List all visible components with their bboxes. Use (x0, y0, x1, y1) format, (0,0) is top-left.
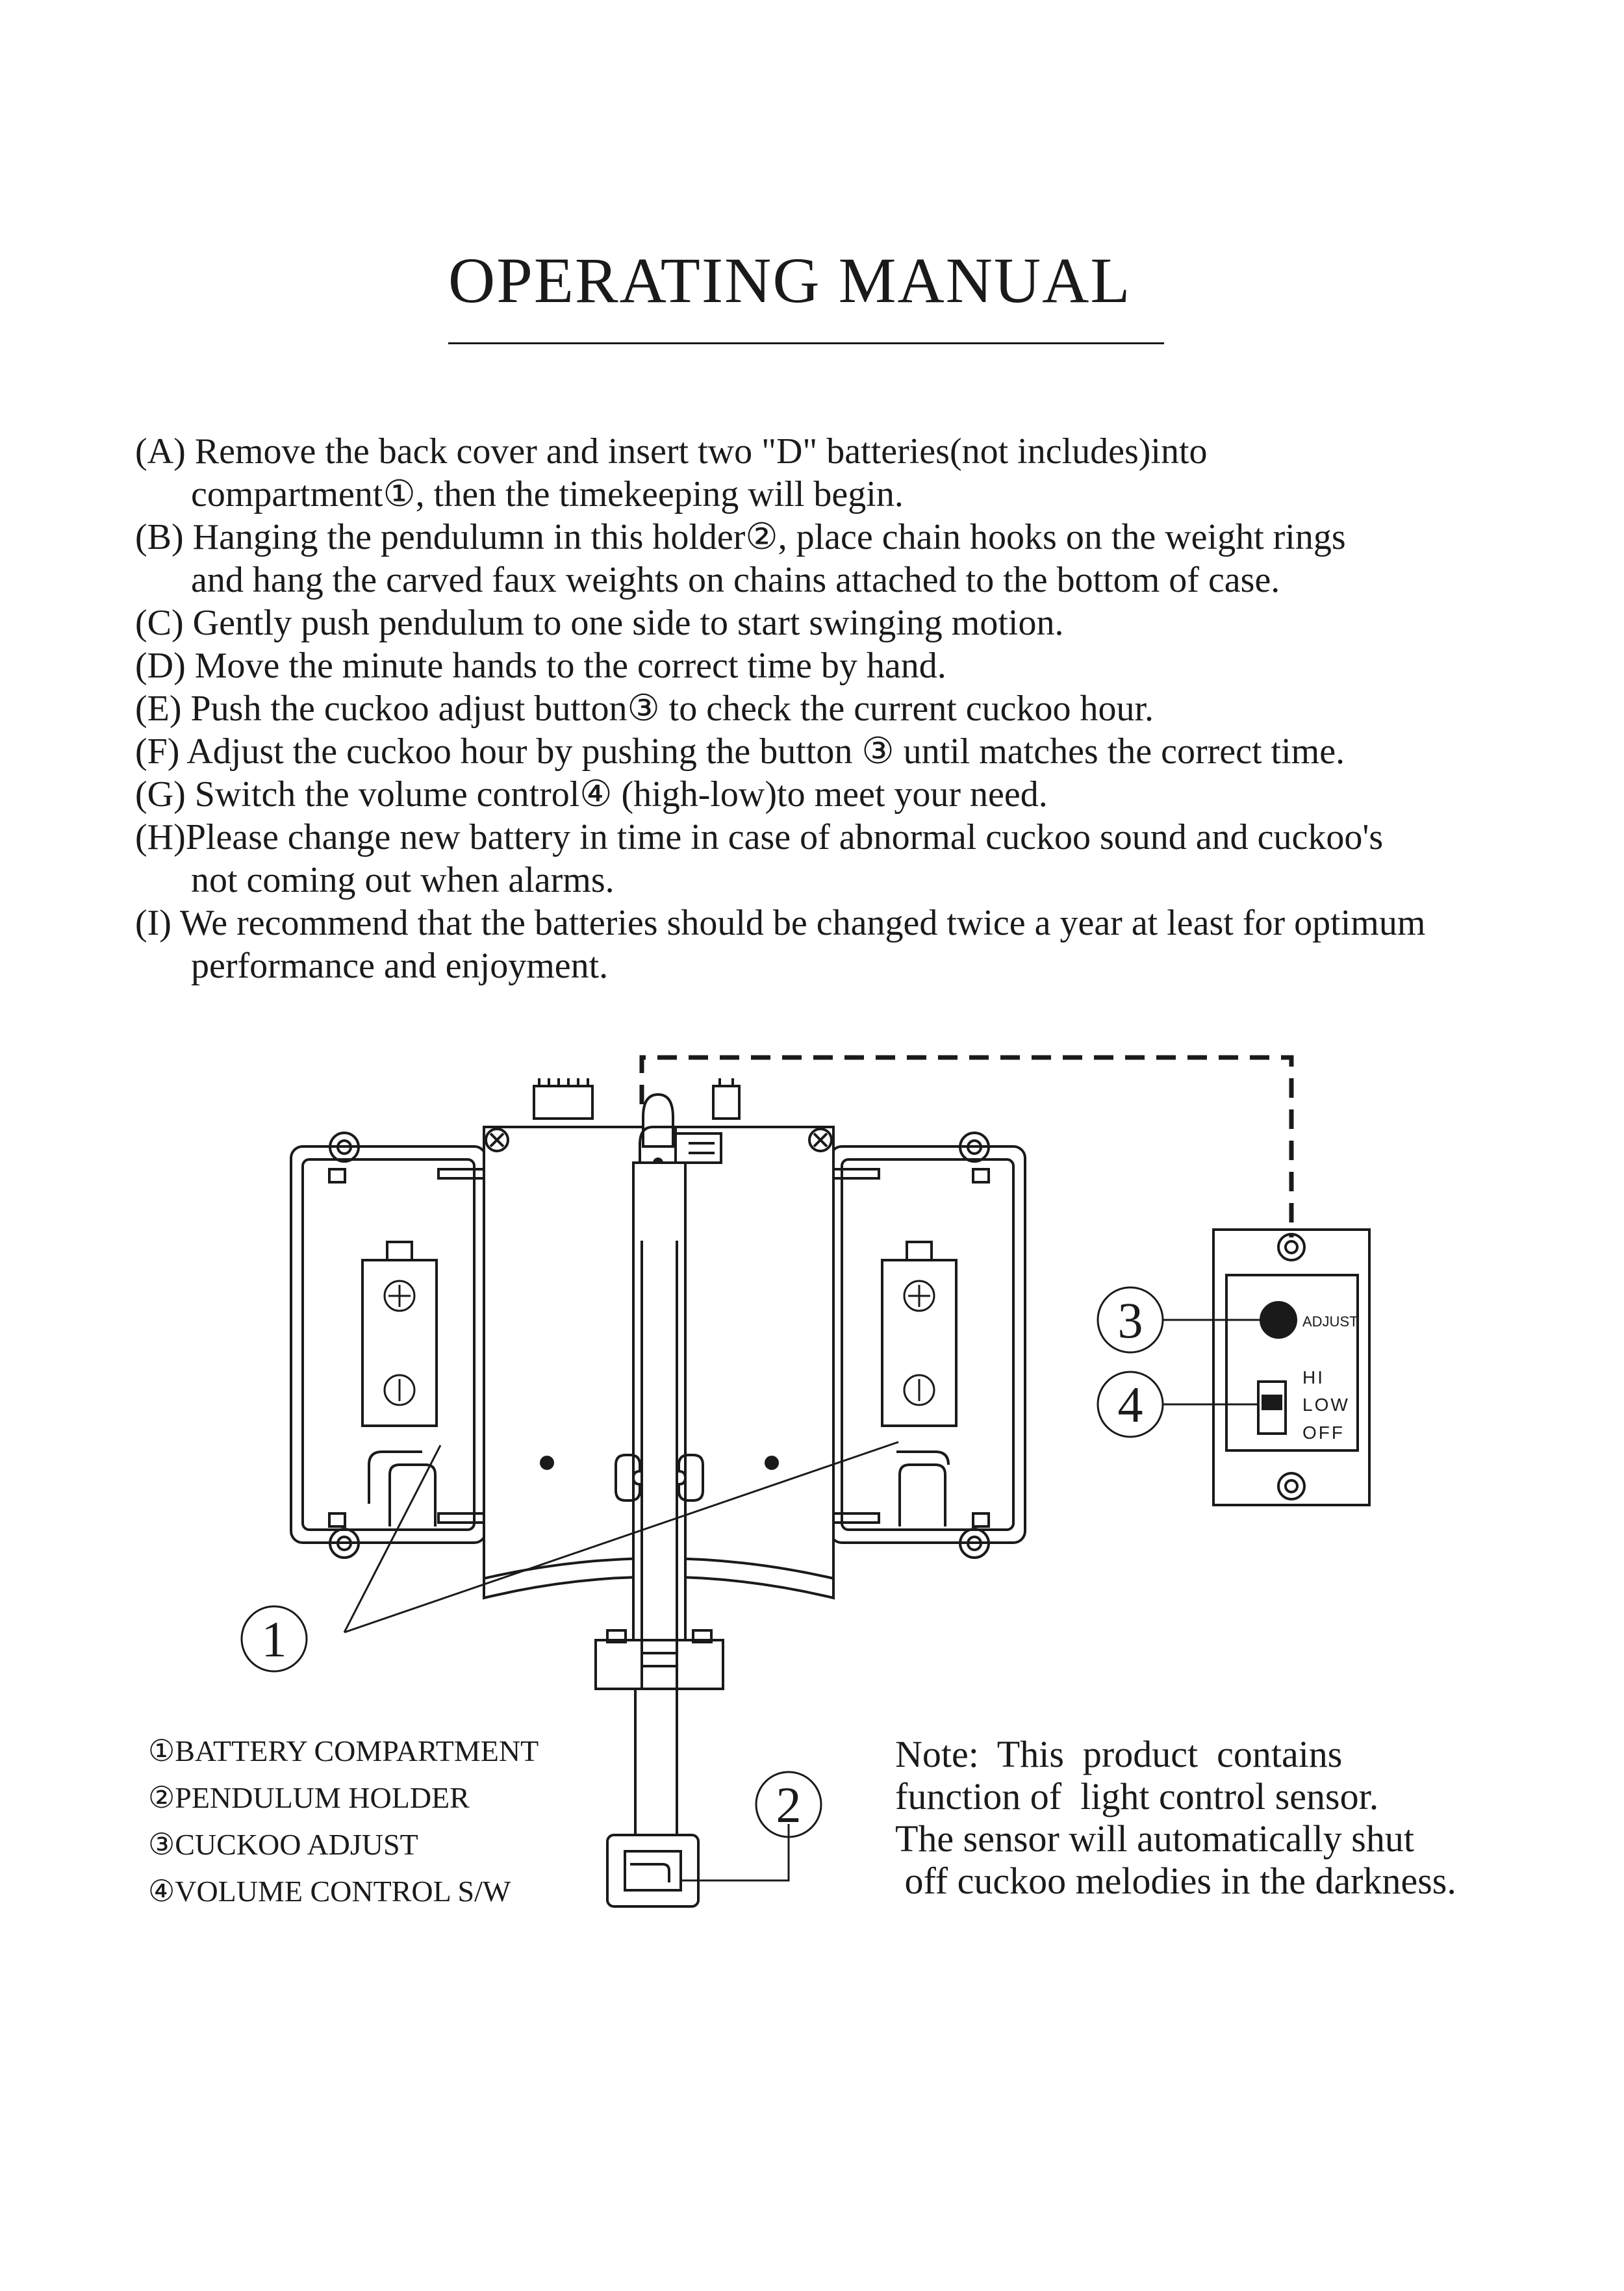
instruction-text: (D) Move the minute hands to the correct… (135, 646, 946, 686)
callout-2-circle (755, 1771, 822, 1838)
callout-4-circle (1097, 1371, 1164, 1438)
plus-icon (383, 1280, 416, 1312)
screw-icon (765, 1456, 779, 1470)
instruction-b: (B) Hanging the pendulumn in this holder… (135, 516, 1551, 601)
leader-line-1 (343, 1441, 899, 1634)
hi-label: HI (1302, 1367, 1325, 1387)
callout-1-circle (240, 1605, 308, 1673)
pendulum-holder (594, 1093, 724, 1690)
instruction-i: (I) We recommend that the batteries shou… (135, 902, 1551, 987)
minus-icon (903, 1374, 935, 1406)
note-line: function of light control sensor. (895, 1775, 1379, 1817)
plus-icon (903, 1280, 935, 1312)
instruction-c: (C) Gently push pendulum to one side to … (135, 601, 1551, 644)
callout-4-label: 4 (1118, 1376, 1143, 1433)
callout-3-circle (1097, 1286, 1164, 1354)
legend-item: ①BATTERY COMPARTMENT (148, 1734, 539, 1767)
minus-icon (383, 1374, 416, 1406)
instruction-h: (H)Please change new battery in time in … (135, 816, 1551, 902)
instruction-f: (F) Adjust the cuckoo hour by pushing th… (135, 730, 1551, 773)
legend-item: ②PENDULUM HOLDER (148, 1781, 470, 1814)
instruction-list: (A) Remove the back cover and insert two… (135, 430, 1551, 987)
page-title: OPERATING MANUAL (448, 244, 1132, 316)
note-line: Note: This product contains (895, 1733, 1343, 1775)
control-panel (1212, 1228, 1371, 1506)
off-label: OFF (1302, 1423, 1345, 1443)
right-battery-tray (829, 1132, 1026, 1559)
pendulum-rod (606, 1689, 700, 1908)
low-label: LOW (1302, 1395, 1350, 1415)
instruction-text: (A) Remove the back cover and insert two… (135, 431, 1208, 472)
screw-icon (540, 1456, 554, 1470)
callout-2-label: 2 (776, 1777, 802, 1833)
instruction-text: (B) Hanging the pendulumn in this holder… (135, 517, 1346, 557)
instruction-continuation: compartment①, then the timekeeping will … (191, 474, 904, 514)
instruction-continuation: and hang the carved faux weights on chai… (191, 560, 1280, 600)
parts-legend: ①BATTERY COMPARTMENT ②PENDULUM HOLDER ③C… (148, 1728, 539, 1915)
sensor-note: Note: This product contains function of … (895, 1733, 1456, 1902)
instruction-text: (I) We recommend that the batteries shou… (135, 903, 1426, 943)
instruction-text: (E) Push the cuckoo adjust button③ to ch… (135, 689, 1154, 729)
callout-3-label: 3 (1118, 1292, 1143, 1348)
note-line: The sensor will automatically shut (895, 1817, 1414, 1860)
instruction-text: (H)Please change new battery in time in … (135, 817, 1384, 857)
adjust-button (1260, 1301, 1297, 1339)
leader-line-2 (679, 1824, 790, 1882)
instruction-text: (G) Switch the volume control④ (high-low… (135, 774, 1048, 815)
adjust-label: ADJUST (1302, 1313, 1358, 1330)
instruction-text: (F) Adjust the cuckoo hour by pushing th… (135, 731, 1345, 772)
instruction-a: (A) Remove the back cover and insert two… (135, 430, 1551, 516)
instruction-g: (G) Switch the volume control④ (high-low… (135, 773, 1551, 816)
instruction-d: (D) Move the minute hands to the correct… (135, 644, 1551, 687)
sensor-wire (639, 1055, 1294, 1237)
instruction-continuation: not coming out when alarms. (191, 860, 615, 900)
legend-item: ③CUCKOO ADJUST (148, 1828, 418, 1861)
legend-item: ④VOLUME CONTROL S/W (148, 1875, 511, 1908)
title-underline (448, 342, 1164, 344)
left-battery-tray (290, 1132, 487, 1559)
callout-1-label: 1 (262, 1611, 287, 1667)
note-line: off cuckoo melodies in the darkness. (895, 1860, 1456, 1902)
instruction-continuation: performance and enjoyment. (191, 946, 609, 986)
volume-switch (1257, 1380, 1287, 1435)
instruction-text: (C) Gently push pendulum to one side to … (135, 603, 1064, 643)
instruction-e: (E) Push the cuckoo adjust button③ to ch… (135, 687, 1551, 730)
